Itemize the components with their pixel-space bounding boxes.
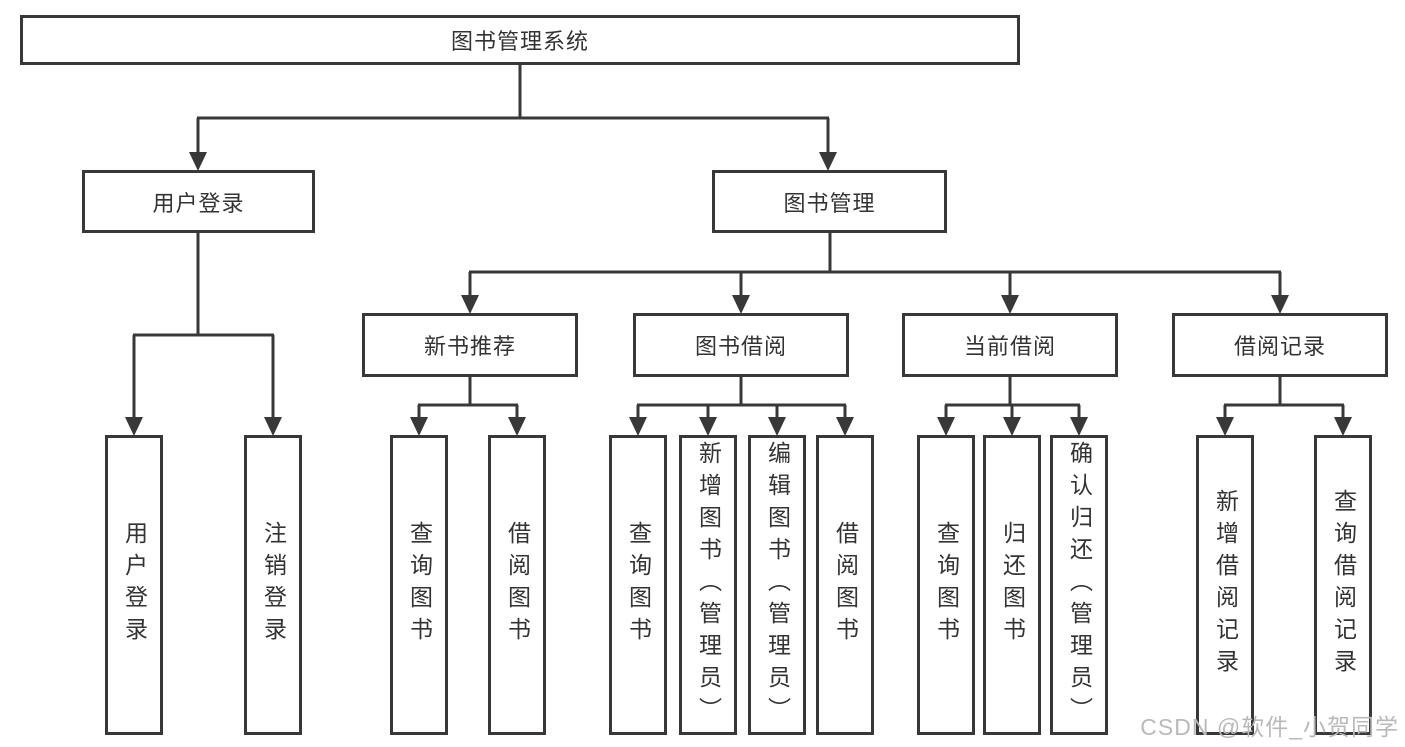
leaf-label: 借阅图书 — [832, 521, 859, 649]
node-book-management: 图书管理 — [712, 170, 947, 233]
leaf-label: 查询借阅记录 — [1330, 489, 1357, 681]
node-library-management-system: 图书管理系统 — [20, 15, 1020, 65]
leaf-label: 借阅图书 — [504, 521, 531, 649]
csdn-watermark: CSDN @软件_小贺同学 — [1140, 714, 1399, 740]
leaf-label: 查询图书 — [406, 521, 433, 649]
leaf-label: 查询图书 — [933, 521, 960, 649]
leaf-label: 新增图书（管理员） — [695, 441, 722, 729]
leaf-return-books: 归还图书 — [983, 435, 1041, 735]
leaf-query-books: 查询图书 — [609, 435, 667, 735]
leaf-add-books-admin: 新增图书（管理员） — [679, 435, 737, 735]
leaf-query-books: 查询图书 — [390, 435, 448, 735]
node-borrow-records: 借阅记录 — [1172, 313, 1388, 377]
node-new-book-recommend: 新书推荐 — [362, 313, 578, 377]
edge-root-to-level2 — [189, 65, 837, 171]
edge-new-book-recommend-to-leaves — [410, 377, 526, 436]
node-book-borrow: 图书借阅 — [633, 313, 849, 377]
edge-user-login-to-leaves — [125, 233, 282, 436]
edge-borrow-records-to-leaves — [1216, 377, 1352, 436]
edge-current-borrow-to-leaves — [937, 377, 1088, 436]
leaf-label: 确认归还（管理员） — [1066, 441, 1093, 729]
leaf-query-borrow-record: 查询借阅记录 — [1314, 435, 1372, 735]
leaf-label: 查询图书 — [625, 521, 652, 649]
leaf-label: 新增借阅记录 — [1212, 489, 1239, 681]
leaf-query-books: 查询图书 — [917, 435, 975, 735]
leaf-logout: 注销登录 — [244, 435, 302, 735]
leaf-add-borrow-record: 新增借阅记录 — [1196, 435, 1254, 735]
node-current-borrow: 当前借阅 — [902, 313, 1118, 377]
edge-book-borrow-to-leaves — [629, 377, 854, 436]
leaf-user-login: 用户登录 — [105, 435, 163, 735]
leaf-label: 注销登录 — [260, 521, 287, 649]
leaf-label: 归还图书 — [999, 521, 1026, 649]
leaf-label: 编辑图书（管理员） — [764, 441, 791, 729]
leaf-borrow-books: 借阅图书 — [816, 435, 874, 735]
node-user-login: 用户登录 — [82, 170, 315, 233]
leaf-label: 用户登录 — [121, 521, 148, 649]
leaf-edit-books-admin: 编辑图书（管理员） — [748, 435, 806, 735]
leaf-confirm-return-admin: 确认归还（管理员） — [1050, 435, 1108, 735]
edge-book-management-to-level3 — [461, 233, 1289, 314]
leaf-borrow-books: 借阅图书 — [488, 435, 546, 735]
